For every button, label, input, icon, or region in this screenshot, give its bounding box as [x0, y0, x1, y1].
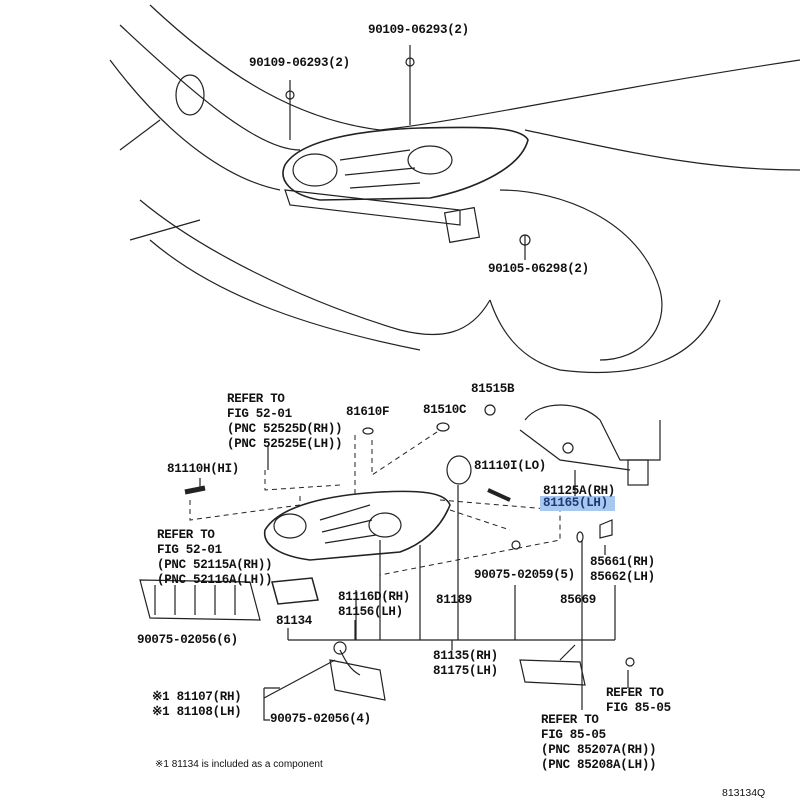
diagram-code: 813134Q: [722, 787, 766, 799]
callout-81165-highlighted[interactable]: 81165(LH): [540, 496, 616, 511]
refer-line: FIG 52-01: [157, 543, 222, 557]
refer-line: FIG 85-05: [606, 701, 671, 715]
refer-line: REFER TO: [606, 686, 664, 700]
callout-line: 81135(RH): [433, 649, 498, 663]
callout-line: ※1 81107(RH): [152, 690, 242, 704]
callout-90075-02056-4[interactable]: 90075-02056(4): [270, 712, 371, 726]
callout-81515B[interactable]: 81515B: [471, 382, 515, 396]
refer-line: (PNC 52525E(LH)): [227, 437, 343, 451]
callout-90109-06293-top[interactable]: 90109-06293(2): [368, 23, 469, 37]
callout-line: 81175(LH): [433, 664, 498, 678]
refer-line: (PNC 52115A(RH)): [157, 558, 273, 572]
callout-line: 81156(LH): [338, 605, 403, 619]
callout-81135-81175[interactable]: 81135(RH) 81175(LH): [433, 649, 498, 679]
refer-line: REFER TO: [157, 528, 215, 542]
callout-81134[interactable]: 81134: [276, 614, 313, 628]
refer-line: REFER TO: [227, 392, 285, 406]
callout-81125A-81165[interactable]: 81125A(RH) 81165(LH): [540, 484, 616, 511]
callout-81110I[interactable]: 81110I(LO): [474, 459, 547, 473]
callout-90109-06293-left[interactable]: 90109-06293(2): [249, 56, 350, 70]
callout-81107-81108[interactable]: ※1 81107(RH) ※1 81108(LH): [152, 690, 242, 720]
callout-85661-85662[interactable]: 85661(RH) 85662(LH): [590, 555, 655, 585]
callout-81110H[interactable]: 81110H(HI): [167, 462, 240, 476]
refer-to-fig-52-01-upper[interactable]: REFER TO FIG 52-01 (PNC 52525D(RH)) (PNC…: [227, 392, 343, 452]
callout-line: 85662(LH): [590, 570, 655, 584]
car-front-illustration: [109, 4, 800, 373]
headlamp-assembly-illustration: [139, 404, 661, 701]
refer-to-fig-52-01-left[interactable]: REFER TO FIG 52-01 (PNC 52115A(RH)) (PNC…: [157, 528, 273, 588]
refer-to-fig-85-05-right[interactable]: REFER TO FIG 85-05: [606, 686, 671, 716]
callout-90075-02059[interactable]: 90075-02059(5): [474, 568, 575, 582]
callout-81116D-81156[interactable]: 81116D(RH) 81156(LH): [338, 590, 410, 620]
leader-lines: [199, 445, 629, 721]
footnote: ※1 81134 is included as a component: [155, 759, 323, 770]
refer-line: REFER TO: [541, 713, 599, 727]
refer-line: FIG 85-05: [541, 728, 606, 742]
callout-81510C[interactable]: 81510C: [423, 403, 467, 417]
refer-line: (PNC 52525D(RH)): [227, 422, 343, 436]
callout-81189[interactable]: 81189: [436, 593, 473, 607]
refer-line: (PNC 85208A(LH)): [541, 758, 657, 772]
callout-90105-06298[interactable]: 90105-06298(2): [488, 262, 589, 276]
refer-line: FIG 52-01: [227, 407, 292, 421]
callout-line: 81116D(RH): [338, 590, 411, 604]
callout-85669[interactable]: 85669: [560, 593, 597, 607]
refer-line: (PNC 85207A(RH)): [541, 743, 657, 757]
callout-line: 85661(RH): [590, 555, 655, 569]
callout-90075-02056-6[interactable]: 90075-02056(6): [137, 633, 238, 647]
callout-81125A[interactable]: 81125A(RH): [543, 484, 616, 498]
refer-line: (PNC 52116A(LH)): [157, 573, 273, 587]
callout-line: ※1 81108(LH): [152, 705, 242, 719]
refer-to-fig-85-05-bottom[interactable]: REFER TO FIG 85-05 (PNC 85207A(RH)) (PNC…: [541, 713, 657, 773]
callout-81610F[interactable]: 81610F: [346, 405, 390, 419]
